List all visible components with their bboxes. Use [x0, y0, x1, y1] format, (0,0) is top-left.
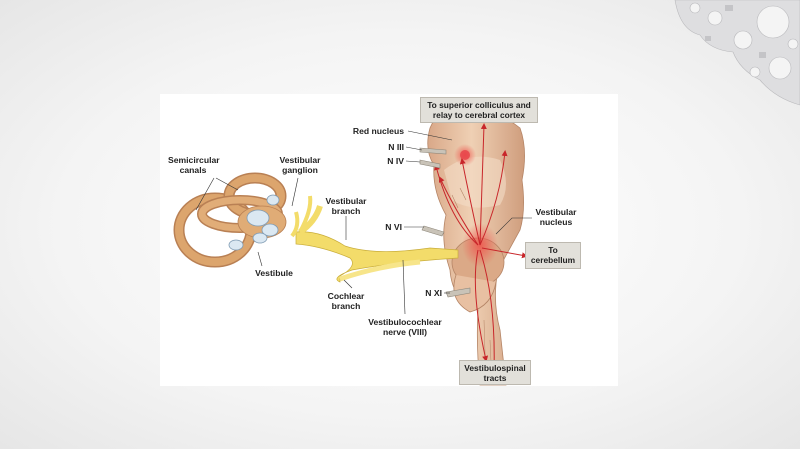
- label-n3: N III: [388, 142, 404, 152]
- box-vestibulospinal-tracts: Vestibulospinal tracts: [459, 360, 531, 385]
- n11-stub: [445, 287, 471, 298]
- label-n4: N IV: [387, 156, 404, 166]
- label-n11: N XI: [425, 288, 442, 298]
- vestibulocochlear-nerve: [290, 195, 459, 283]
- label-semicircular-canals: Semicircular canals: [168, 155, 220, 175]
- leader-lines: [195, 108, 532, 372]
- n6-stub: [421, 225, 445, 237]
- box-superior-colliculus: To superior colliculus and relay to cere…: [420, 97, 538, 123]
- vestibule: [228, 194, 287, 251]
- label-vestibulocochlear-nerve: Vestibulocochlear nerve (VIII): [368, 317, 442, 337]
- tract-arrows: [434, 123, 528, 374]
- label-vestibular-nucleus: Vestibular nucleus: [535, 207, 577, 227]
- label-vestibular-ganglion: Vestibular ganglion: [279, 155, 321, 175]
- label-vestibule: Vestibule: [255, 268, 293, 278]
- n4-stub: [419, 159, 441, 169]
- label-n6: N VI: [385, 222, 402, 232]
- label-vestibular-branch: Vestibular branch: [325, 196, 367, 216]
- label-red-nucleus: Red nucleus: [352, 126, 404, 136]
- label-cochlear-branch: Cochlear branch: [327, 291, 365, 311]
- gear-cluster-icon: [674, 0, 800, 106]
- n3-stub: [419, 147, 447, 155]
- box-cerebellum: To cerebellum: [525, 242, 581, 269]
